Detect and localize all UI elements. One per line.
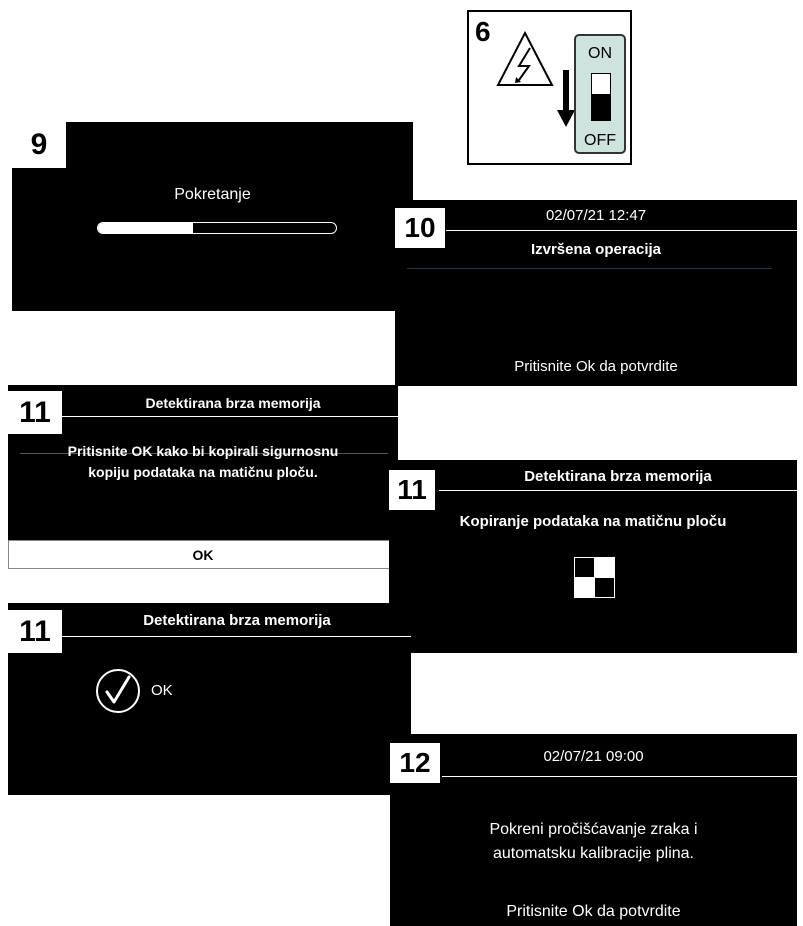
step10-divider <box>407 268 772 269</box>
step12-datetime: 02/07/21 09:00 <box>543 748 644 765</box>
step11c-screen: Detektirana brza memorija OK <box>8 603 411 795</box>
switch-toggle <box>591 73 611 121</box>
step11a-number: 11 <box>8 391 62 434</box>
switch-on-label: ON <box>588 45 612 62</box>
step11c-number: 11 <box>8 610 62 653</box>
step11a-header: Detektirana brza memorija <box>145 395 321 411</box>
check-circle-icon <box>96 669 140 713</box>
switch-off-label: OFF <box>584 132 616 149</box>
startup-progress-bar <box>97 222 337 234</box>
step12-message-line1: Pokreni pročišćavanje zraka i <box>489 821 698 838</box>
step10-datetime: 02/07/21 12:47 <box>545 207 647 224</box>
step12-prompt: Pritisnite Ok da potvrdite <box>506 903 681 920</box>
step11c-status: OK <box>151 682 173 699</box>
step12-header-line <box>442 776 797 777</box>
step6-panel: 6 ON OFF <box>467 10 632 165</box>
step10-prompt: Pritisnite Ok da potvrdite <box>514 358 678 375</box>
down-arrow-icon <box>557 70 575 127</box>
step6-number: 6 <box>475 16 491 47</box>
step10-header-line <box>446 230 797 231</box>
step11a-screen: Detektirana brza memorija Pritisnite OK … <box>8 385 398 569</box>
step11c-header-line <box>60 636 411 637</box>
step11b-header: Detektirana brza memorija <box>524 468 712 485</box>
step11b-number: 11 <box>389 470 435 510</box>
step11c-header: Detektirana brza memorija <box>143 612 331 629</box>
loading-squares-icon <box>574 557 615 598</box>
step11a-message-line1: Pritisnite OK kako bi kopirali sigurnosn… <box>67 443 339 459</box>
step11a-body-line <box>20 453 388 454</box>
startup-progress-fill <box>98 223 194 233</box>
step11b-header-line <box>439 490 797 491</box>
step10-number: 10 <box>395 208 445 248</box>
step9-number: 9 <box>12 122 66 168</box>
step11a-message-line2: kopiju podataka na matičnu ploču. <box>88 464 318 480</box>
step12-message-line2: automatsku kalibracije plina. <box>493 845 694 862</box>
step10-screen: 02/07/21 12:47 Izvršena operacija Pritis… <box>395 200 797 386</box>
high-voltage-warning-icon <box>496 30 554 86</box>
step11b-screen: Detektirana brza memorija Kopiranje poda… <box>389 460 797 653</box>
power-switch[interactable]: ON OFF <box>574 34 626 154</box>
ok-button-label: OK <box>192 546 214 563</box>
step11a-ok-button[interactable]: OK <box>8 540 398 569</box>
step11b-message: Kopiranje podataka na matičnu ploču <box>459 513 727 530</box>
startup-title: Pokretanje <box>174 186 251 203</box>
step9-screen: Pokretanje <box>12 122 413 311</box>
step10-title: Izvršena operacija <box>530 241 662 258</box>
step11a-header-line <box>60 416 398 417</box>
step12-number: 12 <box>390 743 440 783</box>
step12-screen: 02/07/21 09:00 Pokreni pročišćavanje zra… <box>390 734 797 926</box>
